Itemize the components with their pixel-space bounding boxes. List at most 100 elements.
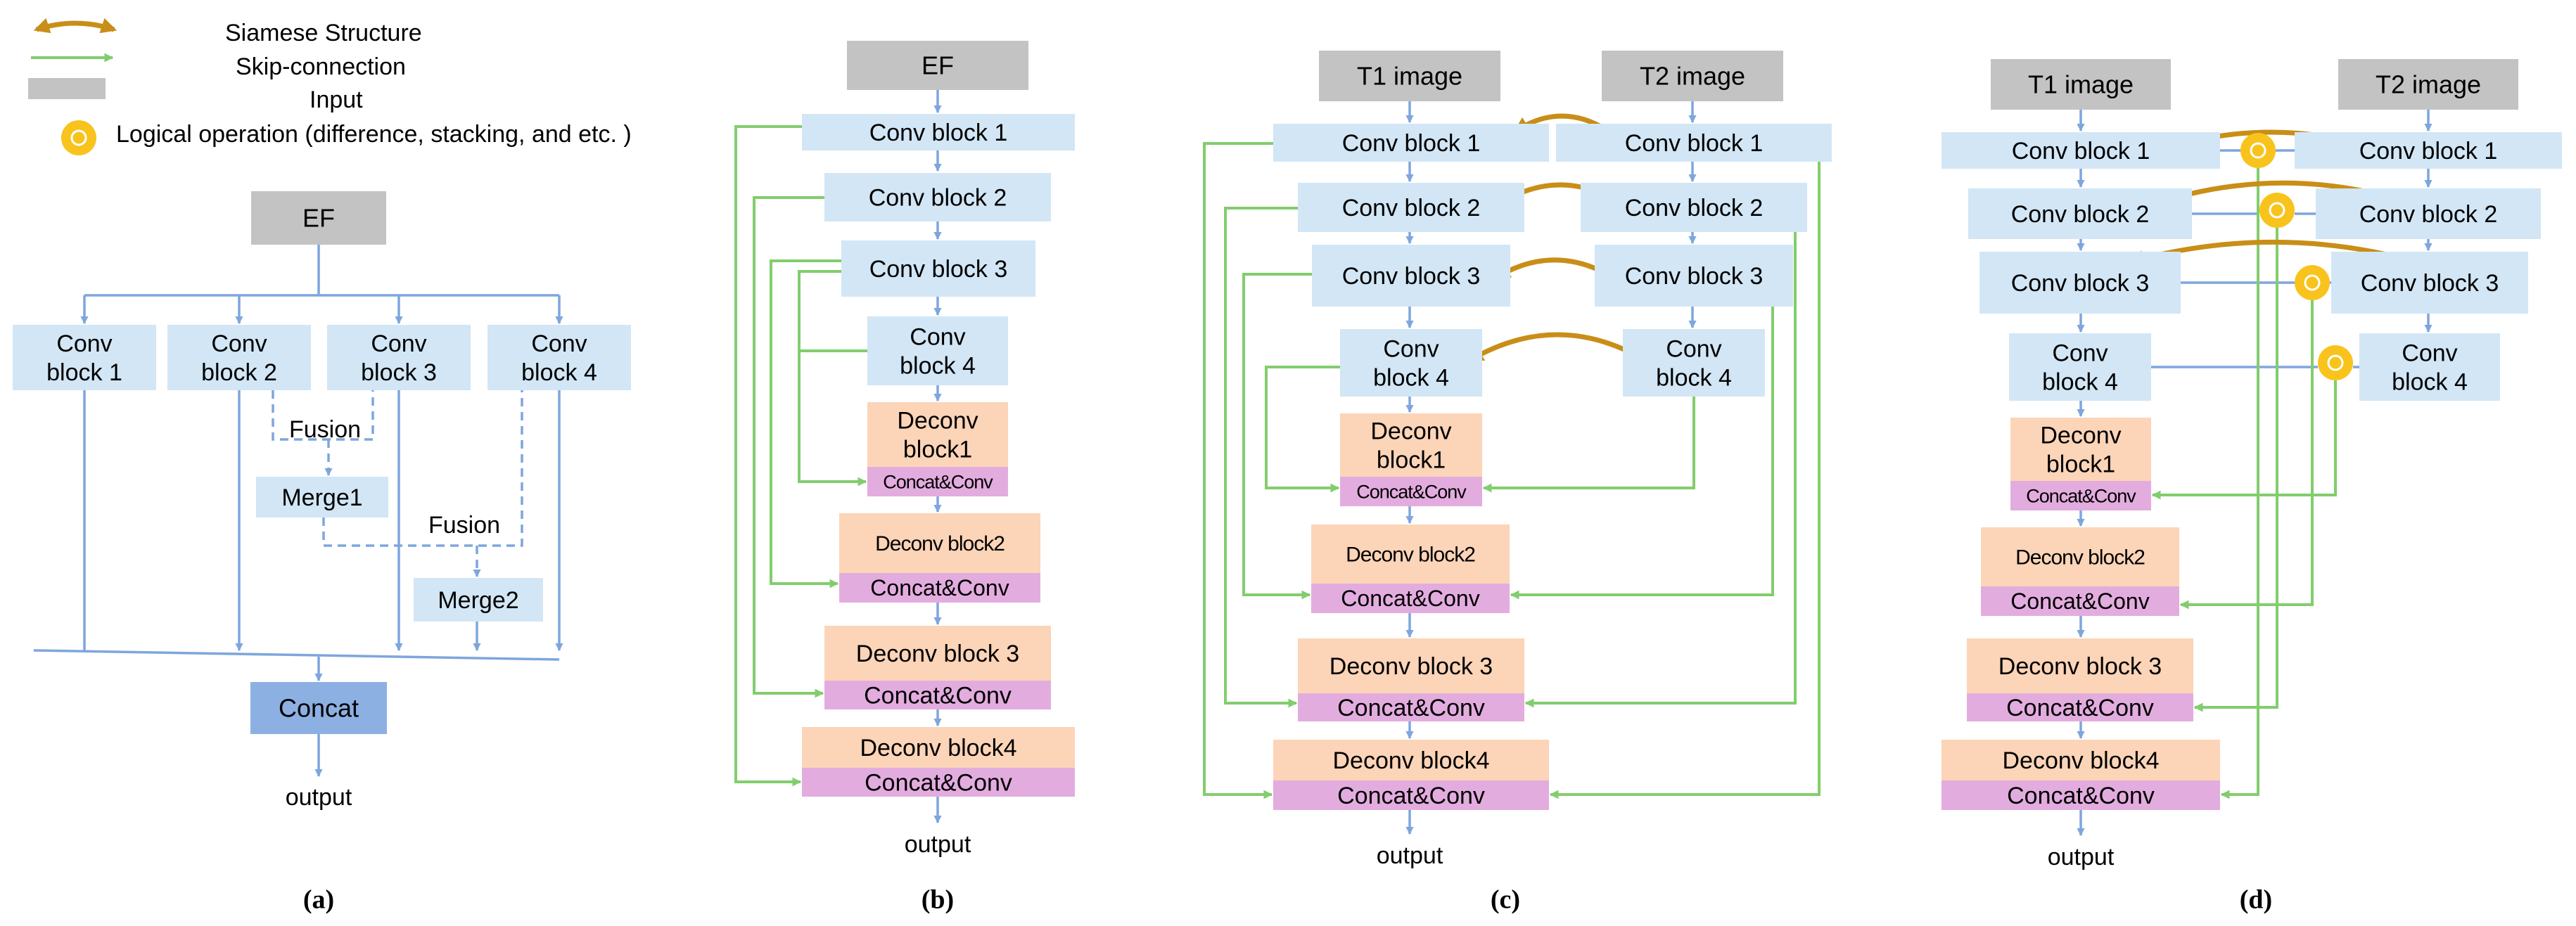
a-fusion1-lines [272, 390, 374, 441]
d-logical-op-3 [2295, 265, 2330, 300]
d-deconv-block-4 [1941, 740, 2220, 780]
d-conv-left-1 [1941, 132, 2220, 169]
d-concatconv-2-label: Concat&Conv [2010, 589, 2149, 614]
b-output: output [905, 831, 971, 858]
a-input-ef-label: EF [302, 204, 335, 233]
b-caption: (b) [922, 885, 954, 914]
b-input-ef [847, 41, 1028, 90]
b-conv-block-3-label: Conv block 3 [869, 256, 1008, 283]
a-caption: (a) [303, 885, 334, 914]
a-input-ef [251, 191, 386, 245]
d-concatconv-3-label: Concat&Conv [2006, 695, 2154, 721]
d-logical-op-1 [2240, 133, 2276, 168]
d-skip-1 [2220, 168, 2259, 799]
c-deconv-block-2-label: Deconv block2 [1346, 544, 1475, 567]
c-input-t1-label: T1 image [1357, 62, 1462, 91]
c-conv-right-1 [1556, 124, 1832, 162]
a-merge2-label: Merge2 [438, 587, 518, 614]
d-concatconv-4 [1941, 780, 2220, 810]
c-concatconv-1-label: Concat&Conv [1356, 481, 1467, 502]
c-skip-left-3 [1242, 273, 1312, 600]
a-concat [250, 682, 387, 734]
d-output: output [2048, 844, 2115, 870]
c-concatconv-2-label: Concat&Conv [1341, 586, 1479, 611]
connector-11 [33, 649, 560, 661]
d-conv-right-2-label: Conv block 2 [2359, 201, 2498, 228]
c-conv-right-1-label: Conv block 1 [1625, 130, 1764, 157]
d-conv-right-1-label: Conv block 1 [2359, 138, 2498, 165]
c-conv-right-4 [1623, 329, 1765, 397]
d-conv-right-3 [2331, 252, 2528, 314]
legend-input-label: Input [310, 86, 363, 113]
c-conv-left-4 [1340, 329, 1482, 397]
b-skip-4a [798, 349, 867, 482]
c-concatconv-1 [1340, 477, 1482, 506]
legend-logical-icon-ring [70, 129, 87, 146]
d-skip-3 [2179, 300, 2314, 610]
b-deconv-block-4 [802, 727, 1075, 768]
a-conv-block-2 [167, 325, 311, 390]
a-fusion2-lines [322, 390, 523, 547]
b-conv-block-3 [841, 240, 1035, 297]
c-conv-left-2 [1298, 183, 1524, 232]
c-input-t2 [1602, 51, 1783, 101]
d-input-t1-label: T1 image [2028, 70, 2134, 99]
b-concatconv-2-label: Concat&Conv [870, 575, 1009, 600]
c-conv-left-2-label: Conv block 2 [1342, 195, 1481, 221]
b-concatconv-3-label: Concat&Conv [864, 682, 1012, 709]
c-deconv-block-3 [1298, 638, 1524, 693]
c-skip-right-4 [1482, 397, 1695, 493]
c-deconv-block-2 [1311, 525, 1510, 584]
c-skip-left-1 [1203, 142, 1273, 799]
b-deconv-block-1 [867, 402, 1008, 467]
d-caption: (d) [2240, 885, 2272, 914]
d-deconv-block-3-label: Deconv block 3 [1998, 653, 2162, 680]
b-deconv-block-3-label: Deconv block 3 [856, 641, 1019, 667]
d-concatconv-1 [2010, 481, 2151, 510]
b-deconv-block-2-label: Deconv block2 [875, 532, 1005, 555]
b-deconv-block-3 [824, 626, 1051, 681]
d-conv-right-2 [2316, 188, 2541, 239]
b-skip-2 [753, 196, 824, 698]
d-deconv-block-1 [2010, 418, 2151, 481]
c-concatconv-4 [1273, 780, 1549, 810]
b-input-ef-label: EF [922, 51, 954, 80]
d-deconv-block-4-label: Deconv block4 [2002, 747, 2159, 774]
legend-skip-label: Skip-connection [236, 53, 406, 80]
c-deconv-block-3-label: Deconv block 3 [1330, 653, 1493, 680]
c-skip-right-3 [1510, 276, 1793, 600]
c-conv-right-3-label: Conv block 3 [1625, 263, 1764, 290]
b-conv-block-2 [824, 173, 1051, 221]
b-skip-1 [734, 125, 802, 787]
c-skip-left-2 [1224, 207, 1298, 708]
d-logical-op-4-ring [2327, 354, 2344, 371]
b-concatconv-1-label: Concat&Conv [883, 471, 993, 492]
d-concatconv-3 [1967, 693, 2193, 721]
b-skip-4 [798, 270, 867, 487]
c-concatconv-4-label: Concat&Conv [1337, 783, 1485, 809]
a-concat-label: Concat [279, 694, 359, 723]
d-concatconv-1-label: Concat&Conv [2026, 485, 2136, 506]
d-skip-2 [2193, 228, 2278, 712]
d-deconv-block-2 [1981, 527, 2179, 586]
a-conv-block-3 [327, 325, 471, 390]
legend-siamese-arrow-icon [33, 18, 117, 34]
b-conv-block-4 [867, 316, 1008, 385]
b-concatconv-4-label: Concat&Conv [865, 769, 1012, 796]
c-skip-right-1 [1549, 142, 1832, 799]
c-conv-left-3-label: Conv block 3 [1342, 263, 1481, 290]
d-input-t2 [2338, 59, 2518, 110]
a-merge2 [414, 578, 543, 622]
d-logical-op-2-ring [2269, 202, 2285, 219]
d-input-t1 [1991, 59, 2171, 110]
a-merge1 [256, 477, 388, 517]
